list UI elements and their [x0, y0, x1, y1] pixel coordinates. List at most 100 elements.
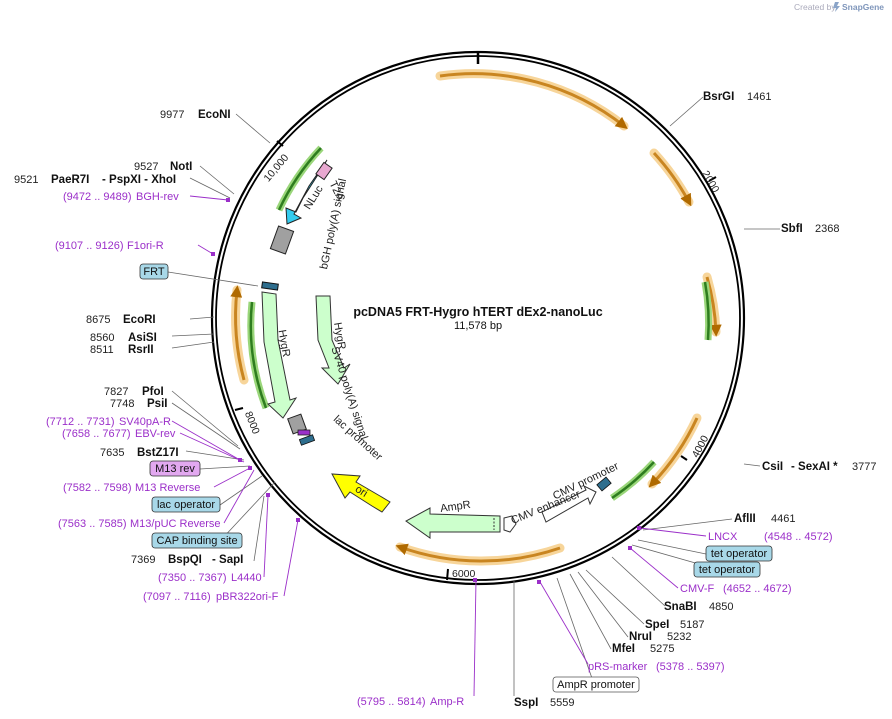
- site-sbfi[interactable]: SbfI 2368: [781, 223, 839, 235]
- primer-m13-reverse-name: M13 Reverse: [135, 482, 200, 494]
- site-noti-name: NotI: [170, 161, 192, 173]
- site-bspqi[interactable]: 7369 BspQI - SapI: [131, 554, 243, 566]
- tick-mark-8000: [234, 407, 244, 411]
- box-ampr-promoter-label: AmpR promoter: [557, 679, 635, 691]
- primer-ticks: [211, 198, 641, 584]
- site-snabi-position: 4850: [709, 601, 733, 613]
- primer-l4440-range: (7350 .. 7367): [158, 572, 227, 584]
- primer-amp-r[interactable]: (5795 .. 5814) Amp-R: [357, 696, 464, 708]
- site-rsrii[interactable]: 8511 RsrII: [90, 344, 154, 356]
- primer-lncx[interactable]: LNCX (4548 .. 4572): [708, 531, 833, 543]
- primer-f1ori-r[interactable]: (9107 .. 9126) F1ori-R: [55, 240, 164, 252]
- primer-l4440[interactable]: (7350 .. 7367) L4440: [158, 572, 262, 584]
- nluc-label: NLuc: [302, 183, 326, 212]
- primer-bgh-rev[interactable]: (9472 .. 9489) BGH-rev: [63, 191, 179, 203]
- primer-ebv-rev[interactable]: (7658 .. 7677) EBV-rev: [62, 428, 176, 440]
- site-sspi-name: SspI: [514, 697, 538, 709]
- box-tet-operator-1-bg: [705, 545, 773, 562]
- primer-cmv-f-name: CMV-F: [680, 583, 715, 595]
- site-bsrgi[interactable]: BsrGI 1461: [703, 91, 771, 103]
- orf-arc-6: [230, 285, 246, 381]
- box-cap-binding-site-bg: [151, 532, 243, 549]
- box-cap-binding-site[interactable]: CAP binding site: [151, 532, 243, 549]
- site-spei[interactable]: SpeI 5187: [645, 619, 704, 631]
- site-econi-name: EcoNI: [198, 109, 231, 121]
- plasmid-name: pcDNA5 FRT-Hygro hTERT dEx2-nanoLuc: [353, 305, 602, 319]
- site-psii-position: 7748: [110, 398, 134, 410]
- orf-arcs: [230, 69, 722, 566]
- snapgene-logo-icon: [833, 2, 840, 12]
- green-arc-3: [611, 461, 655, 500]
- box-lac-operator[interactable]: lac operator: [151, 496, 221, 513]
- orf-arc-1: [439, 72, 628, 129]
- site-rsrii-position: 8511: [90, 344, 114, 356]
- site-nrui-position: 5232: [667, 631, 691, 643]
- orf-arc-3: [705, 276, 722, 337]
- primer-prs-marker-range: (5378 .. 5397): [656, 661, 725, 673]
- tick-mark-10000: [276, 140, 284, 147]
- green-arc-nluc: [277, 147, 322, 211]
- site-nrui[interactable]: NruI 5232: [629, 631, 691, 643]
- site-paer7i[interactable]: 9521 PaeR7I - PspXI - XhoI: [14, 174, 176, 186]
- primer-ebv-rev-name: EBV-rev: [135, 428, 176, 440]
- site-bstz17i-position: 7635: [100, 447, 124, 459]
- hygr-outer-label: HygR: [276, 329, 293, 358]
- box-tet-operator-2[interactable]: tet operator: [693, 561, 761, 578]
- site-econi-position: 9977: [160, 109, 184, 121]
- primer-pbr322ori-f[interactable]: (7097 .. 7116) pBR322ori-F: [143, 591, 279, 603]
- tick-mark-6000: [446, 568, 449, 581]
- site-mfei-name: MfeI: [612, 643, 635, 655]
- box-frt[interactable]: FRT: [139, 263, 169, 280]
- site-csii-position: 3777: [852, 461, 876, 473]
- primer-m13-puc-reverse[interactable]: (7563 .. 7585) M13/pUC Reverse: [58, 518, 220, 530]
- site-spei-position: 5187: [680, 619, 704, 631]
- site-ecori-position: 8675: [86, 314, 110, 326]
- green-orf-arcs: [247, 145, 713, 501]
- site-bspqi-position: 7369: [131, 554, 155, 566]
- box-m13-rev[interactable]: M13 rev: [149, 460, 201, 477]
- m13-rev-marker: [297, 429, 311, 436]
- orf-arc-2: [652, 151, 692, 207]
- lac-operator-marker: [298, 434, 316, 446]
- site-bstz17i[interactable]: 7635 BstZ17I: [100, 447, 179, 459]
- orf-arc-4: [648, 417, 699, 488]
- site-aflii[interactable]: AflII 4461: [734, 513, 795, 525]
- site-pfoi[interactable]: 7827 PfoI: [104, 386, 164, 398]
- site-noti-position: 9527: [134, 161, 158, 173]
- site-psii[interactable]: 7748 PsiI: [110, 398, 167, 410]
- site-ecori[interactable]: 8675 EcoRI: [86, 314, 156, 326]
- site-asisi[interactable]: 8560 AsiSI: [90, 332, 157, 344]
- primer-m13-puc-reverse-range: (7563 .. 7585): [58, 518, 127, 530]
- site-sspi[interactable]: SspI 5559: [514, 697, 574, 709]
- tick-label-4000: 4000: [690, 433, 712, 459]
- site-csii-isoschizomers: - SexAI *: [791, 461, 838, 473]
- site-csii[interactable]: CsiI - SexAI * 3777: [762, 461, 876, 473]
- box-tet-operator-1[interactable]: tet operator: [705, 545, 773, 562]
- primer-m13-reverse[interactable]: (7582 .. 7598) M13 Reverse: [63, 482, 200, 494]
- site-csii-name: CsiI: [762, 461, 783, 473]
- primer-sv40pa-r[interactable]: (7712 .. 7731) SV40pA-R: [46, 416, 171, 428]
- site-pfoi-position: 7827: [104, 386, 128, 398]
- primer-cmv-f[interactable]: CMV-F (4652 .. 4672): [680, 583, 792, 595]
- site-noti[interactable]: 9527 NotI: [134, 161, 192, 173]
- site-bspqi-isoschizomers: - SapI: [212, 554, 243, 566]
- hygr-inner-label: HygR: [331, 321, 348, 350]
- primer-prs-marker[interactable]: pRS-marker (5378 .. 5397): [588, 661, 725, 673]
- box-frt-label: FRT: [143, 266, 164, 278]
- site-paer7i-name: PaeR7I: [51, 174, 89, 186]
- site-mfei[interactable]: MfeI 5275: [612, 643, 674, 655]
- site-sspi-position: 5559: [550, 697, 574, 709]
- box-ampr-promoter[interactable]: AmpR promoter: [552, 676, 640, 693]
- box-cap-binding-site-label: CAP binding site: [156, 535, 237, 547]
- tick-mark-4000: [680, 455, 688, 461]
- tet-operator-marker: [596, 476, 612, 492]
- site-snabi-name: SnaBI: [664, 601, 697, 613]
- box-m13-rev-bg: [149, 460, 201, 477]
- box-lac-operator-label: lac operator: [157, 499, 215, 511]
- site-bsrgi-position: 1461: [747, 91, 771, 103]
- box-frt-bg: [139, 263, 169, 280]
- site-snabi[interactable]: SnaBI 4850: [664, 601, 733, 613]
- site-asisi-position: 8560: [90, 332, 114, 344]
- site-econi[interactable]: 9977 EcoNI: [160, 109, 231, 121]
